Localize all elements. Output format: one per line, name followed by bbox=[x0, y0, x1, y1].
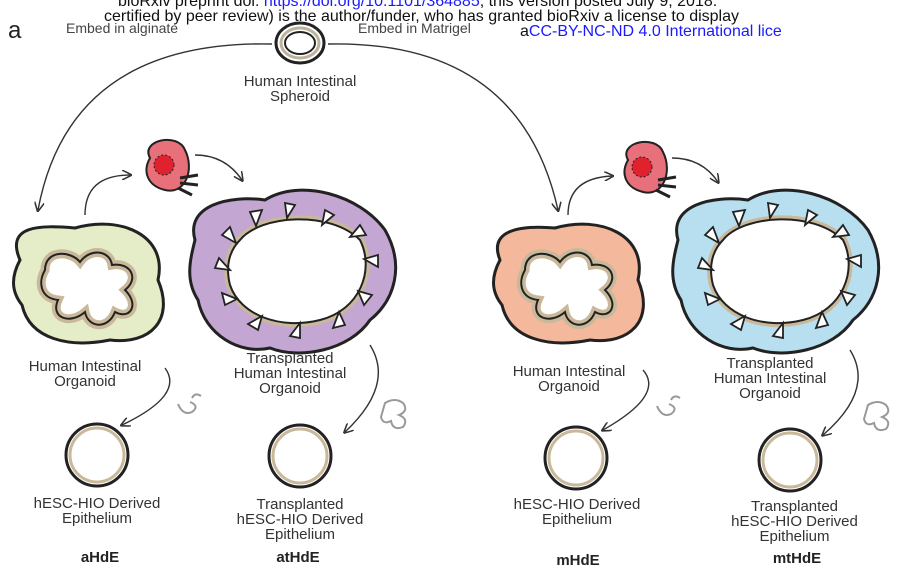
spheroid-icon bbox=[276, 23, 324, 63]
label-line: Epithelium bbox=[7, 511, 187, 526]
label-line: Human Intestinal bbox=[690, 371, 850, 386]
hio-matrigel-icon bbox=[494, 224, 644, 343]
label-line: Transplanted bbox=[690, 356, 850, 371]
label-line: hESC-HIO Derived bbox=[487, 497, 667, 512]
ahde-epithelium-label: hESC-HIO Derived Epithelium bbox=[7, 496, 187, 526]
label-line: Transplanted bbox=[210, 351, 370, 366]
label-line: Epithelium bbox=[487, 512, 667, 527]
arrow-to-matrigel bbox=[328, 44, 558, 210]
spheroid-label: Human Intestinal Spheroid bbox=[205, 74, 395, 104]
mthde-epithelium-label: Transplanted hESC-HIO Derived Epithelium bbox=[712, 499, 877, 544]
label-line: Spheroid bbox=[205, 89, 395, 104]
ahde-abbreviation: aHdE bbox=[70, 549, 130, 566]
mhde-abbreviation: mHdE bbox=[548, 552, 608, 569]
label-line: hESC-HIO Derived bbox=[220, 512, 380, 527]
label-line: Transplanted bbox=[712, 499, 877, 514]
epithelium-ring-icon bbox=[269, 425, 331, 487]
label-line: Human Intestinal bbox=[210, 366, 370, 381]
epithelium-ring-icon bbox=[66, 424, 128, 486]
label-line: Epithelium bbox=[712, 529, 877, 544]
hio-alginate-label: Human Intestinal Organoid bbox=[0, 359, 170, 389]
label-line: Organoid bbox=[210, 381, 370, 396]
hio-matrigel-label: Human Intestinal Organoid bbox=[484, 364, 654, 394]
thio-alginate-label: Transplanted Human Intestinal Organoid bbox=[210, 351, 370, 396]
label-line: Organoid bbox=[690, 386, 850, 401]
epithelium-ring-icon bbox=[545, 427, 607, 489]
hio-alginate-icon bbox=[14, 224, 164, 343]
epithelium-ring-icon bbox=[759, 429, 821, 491]
label-line: Organoid bbox=[484, 379, 654, 394]
label-line: Transplanted bbox=[220, 497, 380, 512]
label-line: Epithelium bbox=[220, 527, 380, 542]
label-line: hESC-HIO Derived bbox=[7, 496, 187, 511]
athde-epithelium-label: Transplanted hESC-HIO Derived Epithelium bbox=[220, 497, 380, 542]
kidney-icon bbox=[146, 140, 198, 195]
epithelium-fragment-icon bbox=[864, 402, 888, 430]
label-line: Human Intestinal bbox=[484, 364, 654, 379]
label-line: Organoid bbox=[0, 374, 170, 389]
thio-matrigel-label: Transplanted Human Intestinal Organoid bbox=[690, 356, 850, 401]
label-line: Human Intestinal bbox=[205, 74, 395, 89]
thio-matrigel-icon bbox=[673, 190, 879, 353]
mthde-abbreviation: mtHdE bbox=[762, 550, 832, 567]
label-line: hESC-HIO Derived bbox=[712, 514, 877, 529]
kidney-icon bbox=[624, 142, 676, 197]
epithelium-fragment-icon bbox=[657, 396, 680, 415]
thio-alginate-icon bbox=[190, 190, 396, 353]
mhde-epithelium-label: hESC-HIO Derived Epithelium bbox=[487, 497, 667, 527]
epithelium-fragment-icon bbox=[381, 400, 405, 428]
label-line: Human Intestinal bbox=[0, 359, 170, 374]
athde-abbreviation: atHdE bbox=[268, 549, 328, 566]
epithelium-fragment-icon bbox=[178, 394, 201, 413]
